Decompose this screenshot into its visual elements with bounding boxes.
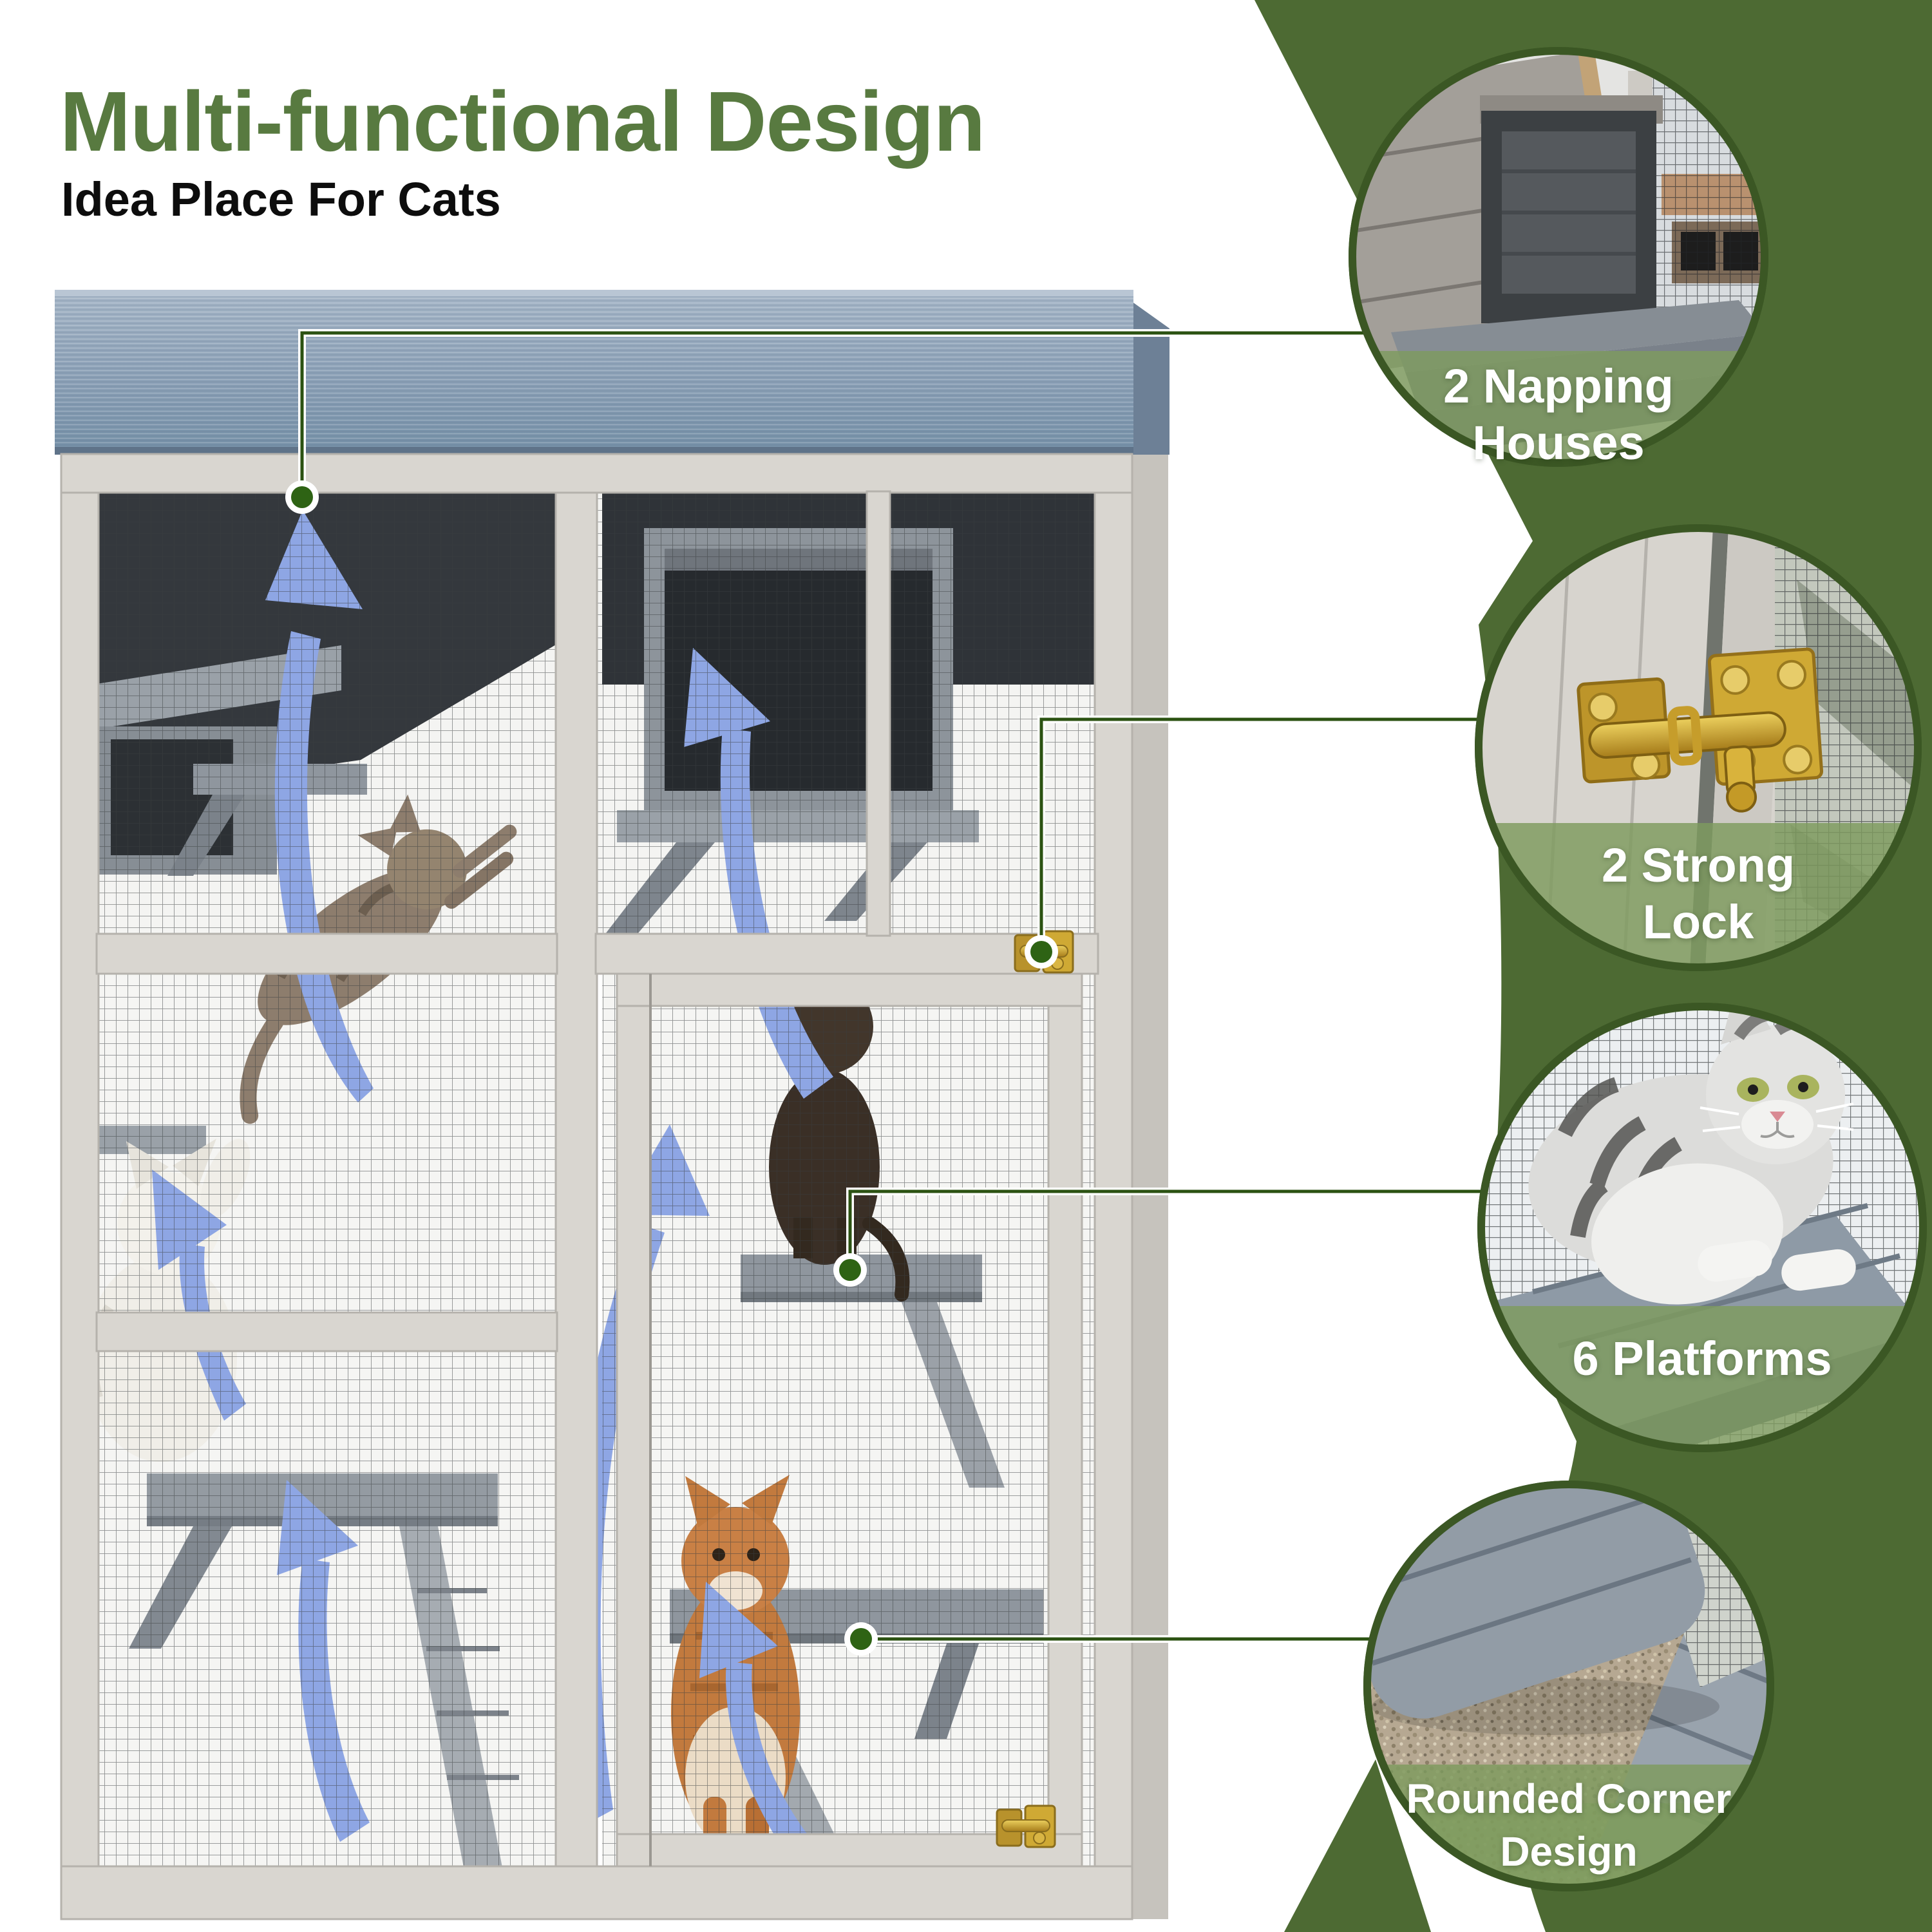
- feature-circle-napping-houses: [1349, 47, 1768, 467]
- catio-frame: [60, 453, 1133, 1920]
- page-subtitle: Idea Place For Cats: [61, 172, 501, 226]
- page-title: Multi-functional Design: [60, 74, 985, 169]
- feature-label-line: 2 Napping: [1443, 359, 1674, 413]
- connector-dot: [850, 1628, 872, 1650]
- connector-platforms: [833, 1188, 1484, 1287]
- connector-napping-houses: [285, 329, 1367, 514]
- feature-label-napping-houses: 2 Napping Houses: [1352, 358, 1765, 471]
- header: Multi-functional Design Idea Place For C…: [60, 74, 985, 226]
- feature-label-rounded-corner: Rounded Corner Design: [1376, 1772, 1762, 1878]
- catio-side-face: [1131, 451, 1168, 1919]
- latch-hardware: [1577, 647, 1824, 813]
- feature-label-strong-lock: 2 Strong Lock: [1492, 837, 1904, 951]
- feature-label-line: Design: [1500, 1828, 1638, 1875]
- feature-label-platforms: 6 Platforms: [1496, 1331, 1908, 1387]
- connector-rounded-corner: [844, 1622, 1376, 1656]
- feature-label-line: 6 Platforms: [1572, 1332, 1832, 1385]
- feature-label-line: Lock: [1642, 895, 1754, 949]
- connector-dot: [1030, 941, 1052, 963]
- connector-dot: [839, 1259, 861, 1281]
- mesh-grid-overlay: [97, 491, 1098, 1866]
- feature-connectors: [285, 329, 1484, 1656]
- feature-label-line: Rounded Corner: [1406, 1776, 1732, 1822]
- connector-strong-lock: [1025, 715, 1481, 969]
- catio-roof: [55, 290, 1170, 455]
- feature-label-line: Houses: [1472, 416, 1645, 469]
- green-bottom-wedge: [1284, 1759, 1431, 1932]
- catio-illustration: [55, 290, 1170, 1920]
- green-background-band: [1255, 0, 1932, 1932]
- feature-label-line: 2 Strong: [1601, 838, 1795, 892]
- connector-dot: [291, 486, 313, 508]
- door-latch-bottom: [996, 1804, 1056, 1848]
